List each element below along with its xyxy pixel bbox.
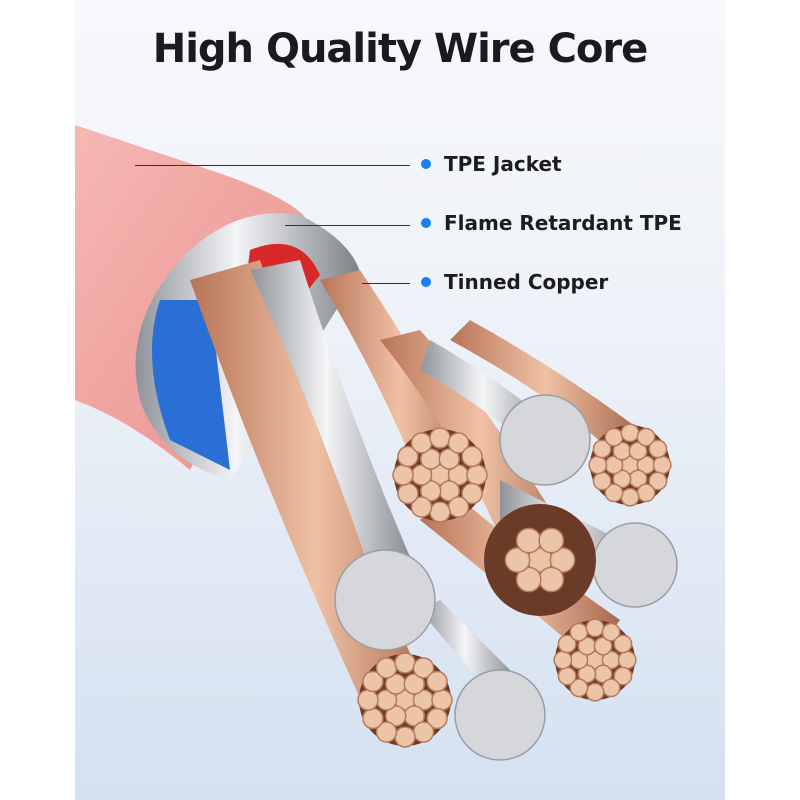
- copper-strand-end: [362, 707, 384, 730]
- copper-strand-end: [549, 547, 576, 573]
- copper-strand-end: [593, 636, 613, 656]
- copper-strand-end: [403, 673, 425, 695]
- silver-wire-end: [592, 522, 678, 608]
- copper-strand-end: [461, 445, 483, 468]
- copper-strand-end: [648, 471, 668, 491]
- copper-strand-end: [652, 455, 672, 475]
- copper-strand-end: [588, 455, 608, 475]
- copper-strand-end: [394, 652, 416, 674]
- copper-strand-end: [431, 689, 453, 711]
- label-text: Flame Retardant TPE: [444, 211, 682, 235]
- copper-strand-end: [466, 464, 488, 486]
- copper-strand-end: [601, 622, 621, 642]
- copper-strand-end: [447, 496, 470, 518]
- copper-strand-end: [557, 666, 577, 686]
- copper-strand-end: [397, 482, 419, 505]
- leader-line-copper: [362, 283, 410, 284]
- copper-strand-end: [429, 501, 451, 523]
- copper-strand-end: [569, 622, 589, 642]
- copper-strand-end: [385, 705, 407, 727]
- copper-strand-end: [613, 666, 633, 686]
- blue-wire: [152, 300, 230, 470]
- copper-strand-end: [375, 657, 398, 679]
- copper-strand-end: [585, 682, 605, 702]
- copper-strand-end: [412, 657, 435, 679]
- copper-strand-end: [515, 527, 542, 554]
- silver-wire-end: [499, 394, 591, 486]
- leader-line-jacket: [135, 165, 410, 166]
- copper-strand-end: [636, 427, 656, 447]
- copper-strand-end: [447, 432, 470, 454]
- label-text: TPE Jacket: [444, 152, 562, 176]
- copper-strand-end: [362, 670, 384, 693]
- copper-strand-end: [604, 483, 624, 503]
- copper-strand-end: [515, 566, 542, 593]
- bullet-dot-icon: [421, 218, 431, 228]
- copper-strand-end: [613, 634, 633, 654]
- copper-strand-end: [410, 496, 433, 518]
- copper-strand-end: [357, 689, 379, 711]
- copper-strand-end: [438, 448, 460, 470]
- copper-strand-end: [420, 480, 442, 502]
- copper-strand-end: [592, 439, 612, 459]
- copper-strand-end: [612, 469, 632, 489]
- copper-strand-end: [557, 634, 577, 654]
- copper-strand-end: [620, 487, 640, 507]
- copper-strand-end: [461, 482, 483, 505]
- copper-strand-end: [426, 670, 448, 693]
- label-tinned-copper: Tinned Copper: [421, 270, 608, 294]
- copper-strand-end: [504, 547, 531, 573]
- label-tpe-jacket: TPE Jacket: [421, 152, 562, 176]
- page-title: High Quality Wire Core: [152, 26, 649, 72]
- copper-strand-end: [410, 432, 433, 454]
- label-text: Tinned Copper: [444, 270, 609, 294]
- copper-strand-end: [392, 464, 414, 486]
- copper-strand-end: [397, 445, 419, 468]
- copper-strand-end: [538, 566, 565, 593]
- copper-strand-end: [585, 618, 605, 638]
- copper-strand-end: [426, 707, 448, 730]
- copper-strand-end: [604, 427, 624, 447]
- copper-strand-end: [375, 721, 398, 743]
- copper-strand-end: [569, 678, 589, 698]
- silver-wire-end: [334, 549, 436, 651]
- copper-strand-end: [636, 483, 656, 503]
- silver-wire-end: [454, 669, 546, 761]
- copper-strand-end: [553, 650, 573, 670]
- leader-line-flame: [285, 225, 410, 226]
- copper-strand-end: [577, 664, 597, 684]
- copper-strand-end: [394, 726, 416, 748]
- copper-strand-end: [429, 427, 451, 449]
- bullet-dot-icon: [421, 159, 431, 169]
- copper-strand-end: [617, 650, 637, 670]
- copper-strand-end: [592, 471, 612, 491]
- copper-strand-end: [538, 527, 565, 554]
- copper-strand-end: [628, 441, 648, 461]
- label-flame-retardant: Flame Retardant TPE: [421, 211, 682, 235]
- copper-strand-end: [412, 721, 435, 743]
- copper-strand-end: [648, 439, 668, 459]
- copper-strand-end: [601, 678, 621, 698]
- bullet-dot-icon: [421, 277, 431, 287]
- copper-strand-end: [620, 423, 640, 443]
